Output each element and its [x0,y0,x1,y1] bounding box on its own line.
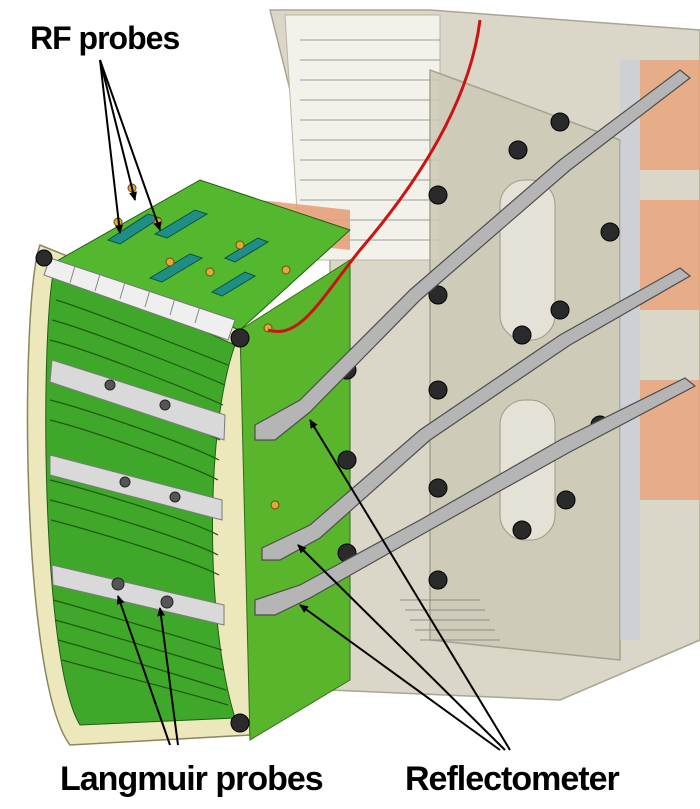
langmuir-probes-label: Langmuir probes [60,760,324,798]
tile-stripes [49,299,229,706]
roller-tubes [43,257,236,341]
reflectometer-label: Reflectometer [405,760,620,798]
reflectometer-rails [254,69,697,616]
plate-bolts [337,112,620,590]
rf-probes-label: RF probes [30,20,180,56]
callout-arrows [99,59,511,751]
